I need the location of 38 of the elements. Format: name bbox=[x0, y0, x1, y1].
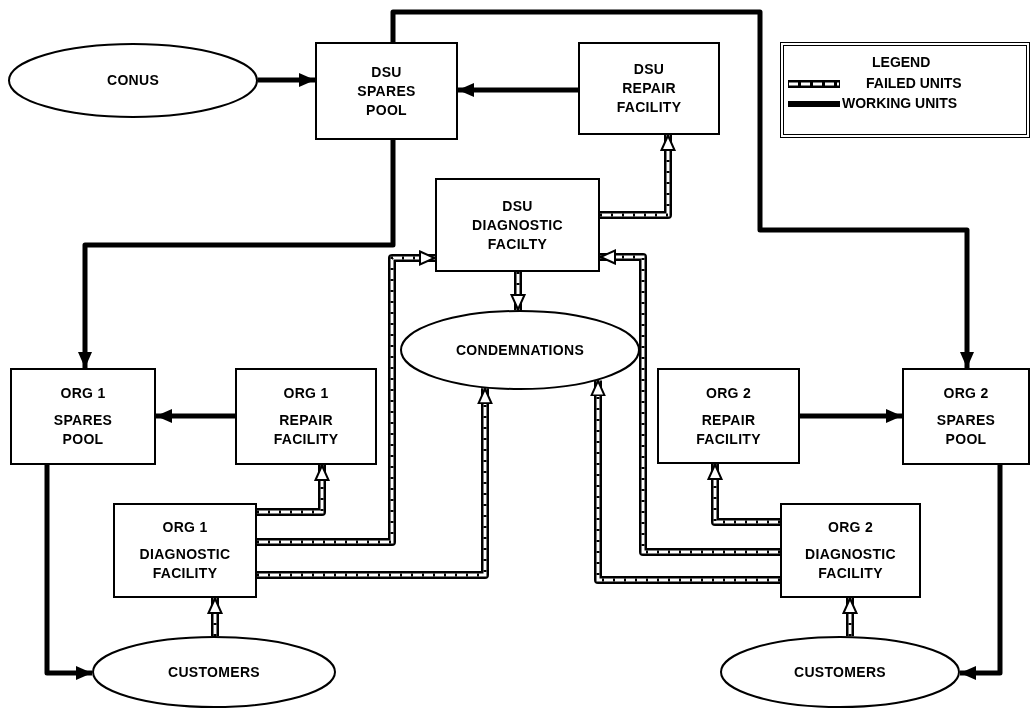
node-label: DIAGNOSTIC FACILITY bbox=[805, 545, 896, 583]
node-title: DSU bbox=[502, 196, 533, 216]
legend-label: WORKING UNITS bbox=[842, 95, 958, 111]
node-title: ORG 1 bbox=[60, 384, 106, 403]
node-label: DIAGNOSTIC FACILTY bbox=[472, 215, 563, 254]
process-box bbox=[315, 42, 458, 140]
node-title: CONDEMNATIONS bbox=[455, 340, 585, 360]
node-label: DIAGNOSTIC FACILITY bbox=[139, 545, 231, 583]
node-title: CUSTOMERS bbox=[168, 662, 260, 682]
node-label: REPAIR FACILITY bbox=[616, 79, 682, 117]
process-box bbox=[902, 368, 1030, 465]
process-box bbox=[657, 368, 800, 464]
node-title: ORG 2 bbox=[943, 384, 989, 403]
node-label: REPAIR FACILITY bbox=[696, 410, 761, 449]
node-label: REPAIR FACILITY bbox=[273, 411, 339, 449]
legend-title: LEGEND bbox=[872, 54, 931, 70]
ellipse-node bbox=[400, 310, 640, 390]
process-box bbox=[435, 178, 600, 272]
node-label: SPARES POOL bbox=[357, 81, 416, 120]
process-box bbox=[10, 368, 156, 465]
node-title: DSU bbox=[371, 62, 402, 82]
process-box bbox=[578, 42, 720, 135]
legend-label: FAILED UNITS bbox=[866, 75, 962, 91]
node-title: ORG 2 bbox=[705, 383, 752, 403]
node-title: ORG 1 bbox=[283, 384, 329, 403]
node-title: CUSTOMERS bbox=[794, 662, 886, 682]
node-title: ORG 1 bbox=[162, 518, 208, 537]
process-box bbox=[235, 368, 377, 465]
process-box bbox=[113, 503, 257, 598]
node-label: SPARES POOL bbox=[53, 411, 113, 449]
node-title: ORG 2 bbox=[827, 518, 874, 537]
ellipse-node bbox=[720, 636, 960, 708]
process-box bbox=[780, 503, 921, 598]
node-title: CONUS bbox=[106, 71, 160, 90]
ellipse-node bbox=[8, 43, 258, 118]
node-label: SPARES POOL bbox=[936, 411, 996, 449]
node-title: DSU bbox=[633, 60, 665, 79]
ellipse-node bbox=[92, 636, 336, 708]
